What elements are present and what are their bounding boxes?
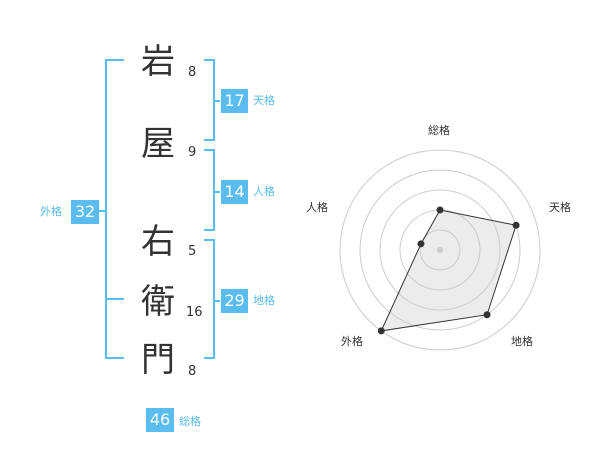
stroke-count-5: 8 <box>188 364 197 379</box>
radar-label-chikaku: 地格 <box>511 335 533 348</box>
name-char-4: 衛 <box>141 282 175 322</box>
stroke-count-3: 5 <box>188 244 197 259</box>
gaikaku-value-box: 32 <box>71 200 99 224</box>
name-char-2: 屋 <box>141 124 175 164</box>
radar-label-jinkaku: 人格 <box>306 201 328 214</box>
radar-grid-ring-4 <box>359 169 521 331</box>
jinkaku-bracket <box>204 149 215 231</box>
radar-point-2 <box>512 221 520 229</box>
stroke-count-1: 8 <box>188 65 197 80</box>
name-char-3: 右 <box>141 222 175 262</box>
radar-label-gaikaku: 外格 <box>341 335 363 348</box>
stroke-count-2: 9 <box>188 145 197 160</box>
chikaku-bracket <box>204 239 215 359</box>
chikaku-value-box: 29 <box>221 289 248 313</box>
radar-label-tenkaku: 天格 <box>549 201 571 214</box>
radar-series-polygon <box>380 209 517 332</box>
jinkaku-value-box: 14 <box>221 180 248 204</box>
radar-grid-ring-5 <box>339 149 541 351</box>
radar-point-1 <box>436 206 444 214</box>
soukaku-label: 総格 <box>179 415 201 428</box>
chikaku-label: 地格 <box>253 294 275 307</box>
radar-grid-ring-3 <box>379 189 501 311</box>
radar-grid-ring-1 <box>419 229 461 271</box>
stroke-count-4: 16 <box>186 305 203 320</box>
name-char-5: 門 <box>141 340 175 380</box>
soukaku-value-box: 46 <box>146 408 174 432</box>
jinkaku-label: 人格 <box>253 185 275 198</box>
gaikaku-bracket <box>105 59 124 359</box>
tenkaku-label: 天格 <box>253 94 275 107</box>
radar-center-dot <box>437 247 443 253</box>
name-char-1: 岩 <box>141 42 175 82</box>
tenkaku-value-box: 17 <box>221 89 248 113</box>
gaikaku-label: 外格 <box>40 205 62 218</box>
radar-point-5 <box>417 240 425 248</box>
radar-point-4 <box>377 327 385 335</box>
radar-point-3 <box>483 311 491 319</box>
radar-label-soukaku: 総格 <box>428 124 450 137</box>
